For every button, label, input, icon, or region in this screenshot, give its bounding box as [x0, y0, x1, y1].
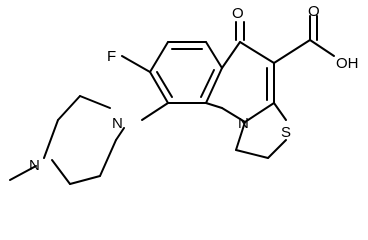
- thiazolidine-ring: [235, 102, 287, 159]
- acid-carbonyl-oxygen-label: O: [308, 3, 320, 20]
- structure-diagram: O F OH O N S N N: [9, 3, 359, 185]
- bond-pip-5: [99, 139, 117, 177]
- bond-benz-inner-left: [156, 71, 173, 98]
- bond-c7-npip: [141, 102, 169, 121]
- bond-n1-c8a: [221, 107, 246, 123]
- bond-pip-4: [69, 175, 101, 185]
- bond-pip-1: [79, 95, 111, 109]
- ketone-group: [235, 21, 245, 41]
- benzene-ring: [149, 41, 223, 104]
- bond-c2-s: [273, 102, 287, 121]
- bond-benz-c7-c6: [149, 71, 169, 104]
- bond-c4-c3: [239, 41, 275, 64]
- bond-benz-c4a-c8a: [205, 41, 223, 69]
- piperazine-ring: [9, 95, 169, 185]
- ring-nitrogen-label: N: [238, 115, 249, 132]
- atom-labels: O F OH O N S N N: [29, 3, 359, 174]
- bond-pip-3: [51, 159, 71, 185]
- bond-c4a-c4: [221, 41, 241, 69]
- bond-ch2-n1: [235, 121, 246, 151]
- acid-hydroxyl-label: OH: [336, 55, 359, 72]
- bond-cooh-hydroxyl: [309, 39, 335, 57]
- sulfur-label: S: [281, 124, 291, 141]
- bond-pip-6: [115, 127, 125, 141]
- bond-ch2-ch2: [235, 149, 269, 159]
- bond-pip-7: [43, 119, 59, 159]
- bond-n-methyl: [9, 165, 37, 181]
- pyridone-ring: [205, 41, 275, 123]
- bond-s-ch2: [267, 139, 287, 159]
- ketone-oxygen-label: O: [232, 5, 244, 22]
- bond-benz-c8a-c8: [205, 67, 223, 104]
- molecule-svg: O F OH O N S N N: [9, 3, 359, 185]
- piperazine-n1-label: N: [112, 115, 123, 132]
- bond-c3-cooh: [273, 39, 311, 64]
- bond-c6-f: [121, 55, 151, 73]
- bond-c2-n1: [244, 102, 275, 123]
- bond-pip-2: [57, 95, 81, 121]
- fluorine-label: F: [107, 48, 116, 65]
- piperazine-n4-label: N: [29, 157, 40, 174]
- carboxylic-acid: [273, 15, 335, 64]
- bond-c8a-link: [205, 102, 223, 109]
- bond-benz-inner-right: [200, 69, 215, 98]
- bond-benz-c6-c5: [149, 41, 169, 73]
